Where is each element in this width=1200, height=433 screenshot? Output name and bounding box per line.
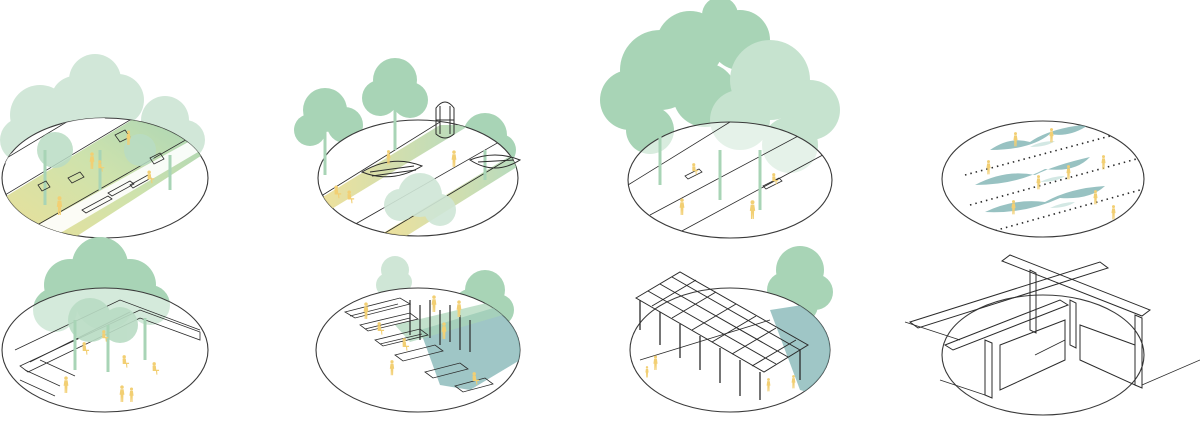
ground-ellipse <box>1 287 209 413</box>
tree-trunks <box>323 100 487 180</box>
vignette-grove-promenade <box>600 0 840 239</box>
tree-trunks <box>43 150 172 205</box>
vignette-covered-walkway <box>629 246 833 413</box>
pergola-columns <box>639 300 801 400</box>
vignette-terraced-deck <box>315 256 521 413</box>
ground-ellipse <box>941 120 1145 238</box>
tree-canopy-back <box>600 0 770 154</box>
pergola-posts <box>409 300 471 352</box>
tree-trunks <box>658 130 762 210</box>
boat-shelters <box>360 154 522 178</box>
tree-trunks <box>73 318 147 372</box>
water-highlights <box>1030 141 1075 208</box>
vignette-forest-path <box>0 54 209 239</box>
vignette-boat-pavilion <box>294 58 522 237</box>
water <box>770 300 830 400</box>
tree-canopy-front <box>68 298 138 343</box>
ground-ellipse <box>941 294 1145 416</box>
vignette-water-strips <box>941 120 1145 238</box>
tree-canopy-front <box>384 173 456 226</box>
frame-structure <box>908 254 1152 399</box>
pergola-roof <box>635 271 809 373</box>
vignette-tree-plaza <box>1 237 209 413</box>
gazebo <box>435 101 455 139</box>
vignette-frame-structure <box>904 254 1200 416</box>
steps <box>19 309 201 373</box>
dotted-lines <box>964 131 1141 233</box>
